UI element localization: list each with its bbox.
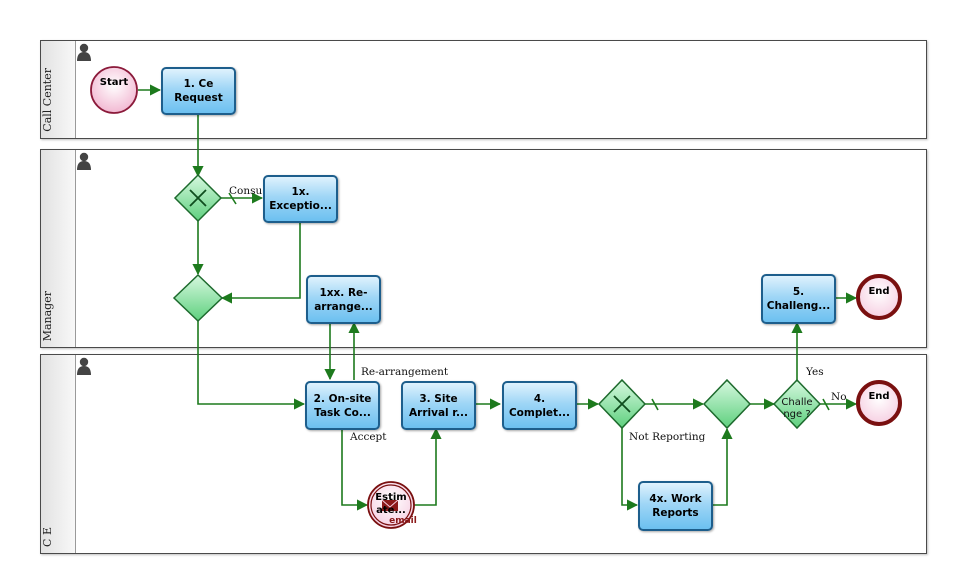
- estimate-event-label: Estim ate...: [366, 491, 416, 517]
- person-icon: [77, 152, 91, 170]
- task-5-challenge[interactable]: 5.Challeng...: [761, 274, 836, 324]
- default-flow-mark: [651, 398, 659, 411]
- task-1x-exception[interactable]: 1x.Exceptio...: [263, 175, 338, 223]
- merge-gateway-4[interactable]: [702, 378, 752, 430]
- task-label: 4.Complet...: [508, 392, 571, 419]
- end-event-label: End: [868, 286, 890, 297]
- flow-label-no: No: [831, 391, 847, 403]
- task-label: 1x.Exceptio...: [269, 186, 332, 212]
- exclusive-gateway-1[interactable]: [173, 173, 223, 223]
- challenge-gateway[interactable]: [772, 378, 822, 430]
- flow-label-yes: Yes: [806, 366, 824, 378]
- challenge-label-line2: nge ?: [783, 409, 811, 420]
- estimate-label-line2: ate...: [376, 505, 406, 516]
- task-1xx-rearrange[interactable]: 1xx. Re-arrange...: [306, 275, 381, 324]
- person-icon: [77, 357, 91, 375]
- estimate-email-event-inner: [370, 484, 412, 526]
- person-icon: [77, 43, 91, 61]
- flow-label-not-reporting: Not Reporting: [629, 431, 706, 443]
- exclusive-gateway-3[interactable]: [597, 378, 647, 430]
- flow-label-accept: Accept: [350, 431, 387, 443]
- flow-label-consult: Consult: [229, 185, 262, 197]
- lane-header: Manager: [41, 150, 76, 347]
- flow-gw3-to-t4x: [621, 428, 639, 511]
- task-label: 5.Challeng...: [766, 286, 831, 312]
- flow-t4x-to-gw4: [712, 427, 733, 506]
- estimate-label-line1: Estim: [375, 492, 407, 503]
- email-tag: email: [389, 516, 417, 526]
- default-flow-mark: [822, 398, 830, 411]
- start-event[interactable]: [90, 66, 138, 114]
- lane-header: Call Center: [41, 41, 76, 138]
- flow-estimate-to-t3: [414, 427, 442, 506]
- flow-gw2-to-t2: [197, 321, 306, 410]
- end-event-challenge[interactable]: [856, 274, 902, 320]
- default-flow-mark: [228, 192, 237, 205]
- merge-gateway-2[interactable]: [172, 273, 224, 323]
- lane-header: C E: [41, 355, 76, 553]
- challenge-gateway-label: Challe nge ?: [772, 397, 822, 421]
- end-event-label: End: [868, 391, 890, 402]
- flow-label-rearrangement: Re-arrangement: [361, 366, 449, 378]
- flow-t2-to-estimate: [341, 428, 369, 511]
- task-4-complete[interactable]: 4.Complet...: [502, 381, 577, 430]
- end-event-no[interactable]: [856, 380, 902, 426]
- flow-t1x-to-gw2: [220, 221, 301, 304]
- lane-ce: C E: [40, 354, 927, 554]
- challenge-label-line1: Challe: [781, 397, 813, 408]
- envelope-icon: [381, 499, 399, 511]
- task-label: 1xx. Re-arrange...: [314, 286, 373, 313]
- start-event-label: Start: [99, 77, 129, 88]
